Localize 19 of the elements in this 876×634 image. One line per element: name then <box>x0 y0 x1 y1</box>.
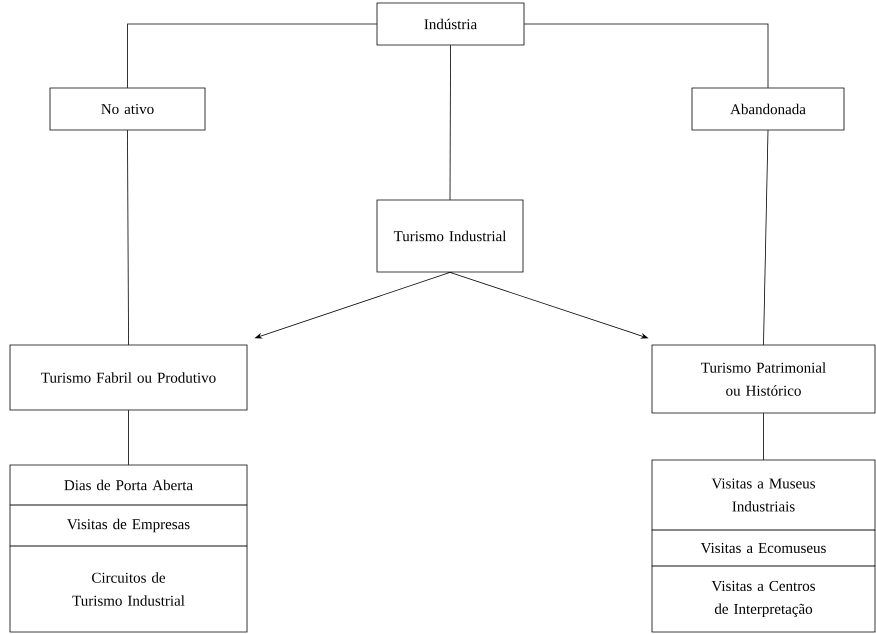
category-box: No ativo <box>50 88 206 130</box>
category-box: Turismo Industrial <box>376 200 524 272</box>
connector-line <box>763 413 764 460</box>
list-item-box: Circuitos de Turismo Industrial <box>10 546 248 632</box>
connector-line <box>128 410 129 465</box>
category-box: Turismo Fabril ou Produtivo <box>10 344 248 410</box>
connector-line <box>450 45 451 200</box>
connector-line <box>763 130 768 345</box>
connector-line <box>127 24 377 88</box>
category-box: Abandonada <box>692 88 844 130</box>
list-item-box: Visitas a Centros de Interpretação <box>652 566 876 632</box>
list-item-box: Visitas a Ecomuseus <box>652 530 876 566</box>
category-box: Indústria <box>376 2 524 46</box>
connector-line <box>127 130 129 345</box>
list-item-box: Visitas a Museus Industriais <box>652 460 876 530</box>
list-item-box: Dias de Porta Aberta <box>10 464 248 506</box>
category-box: Turismo Patrimonial ou Histórico <box>652 344 876 414</box>
connector-line <box>524 24 768 88</box>
list-item-box: Visitas de Empresas <box>10 504 248 546</box>
